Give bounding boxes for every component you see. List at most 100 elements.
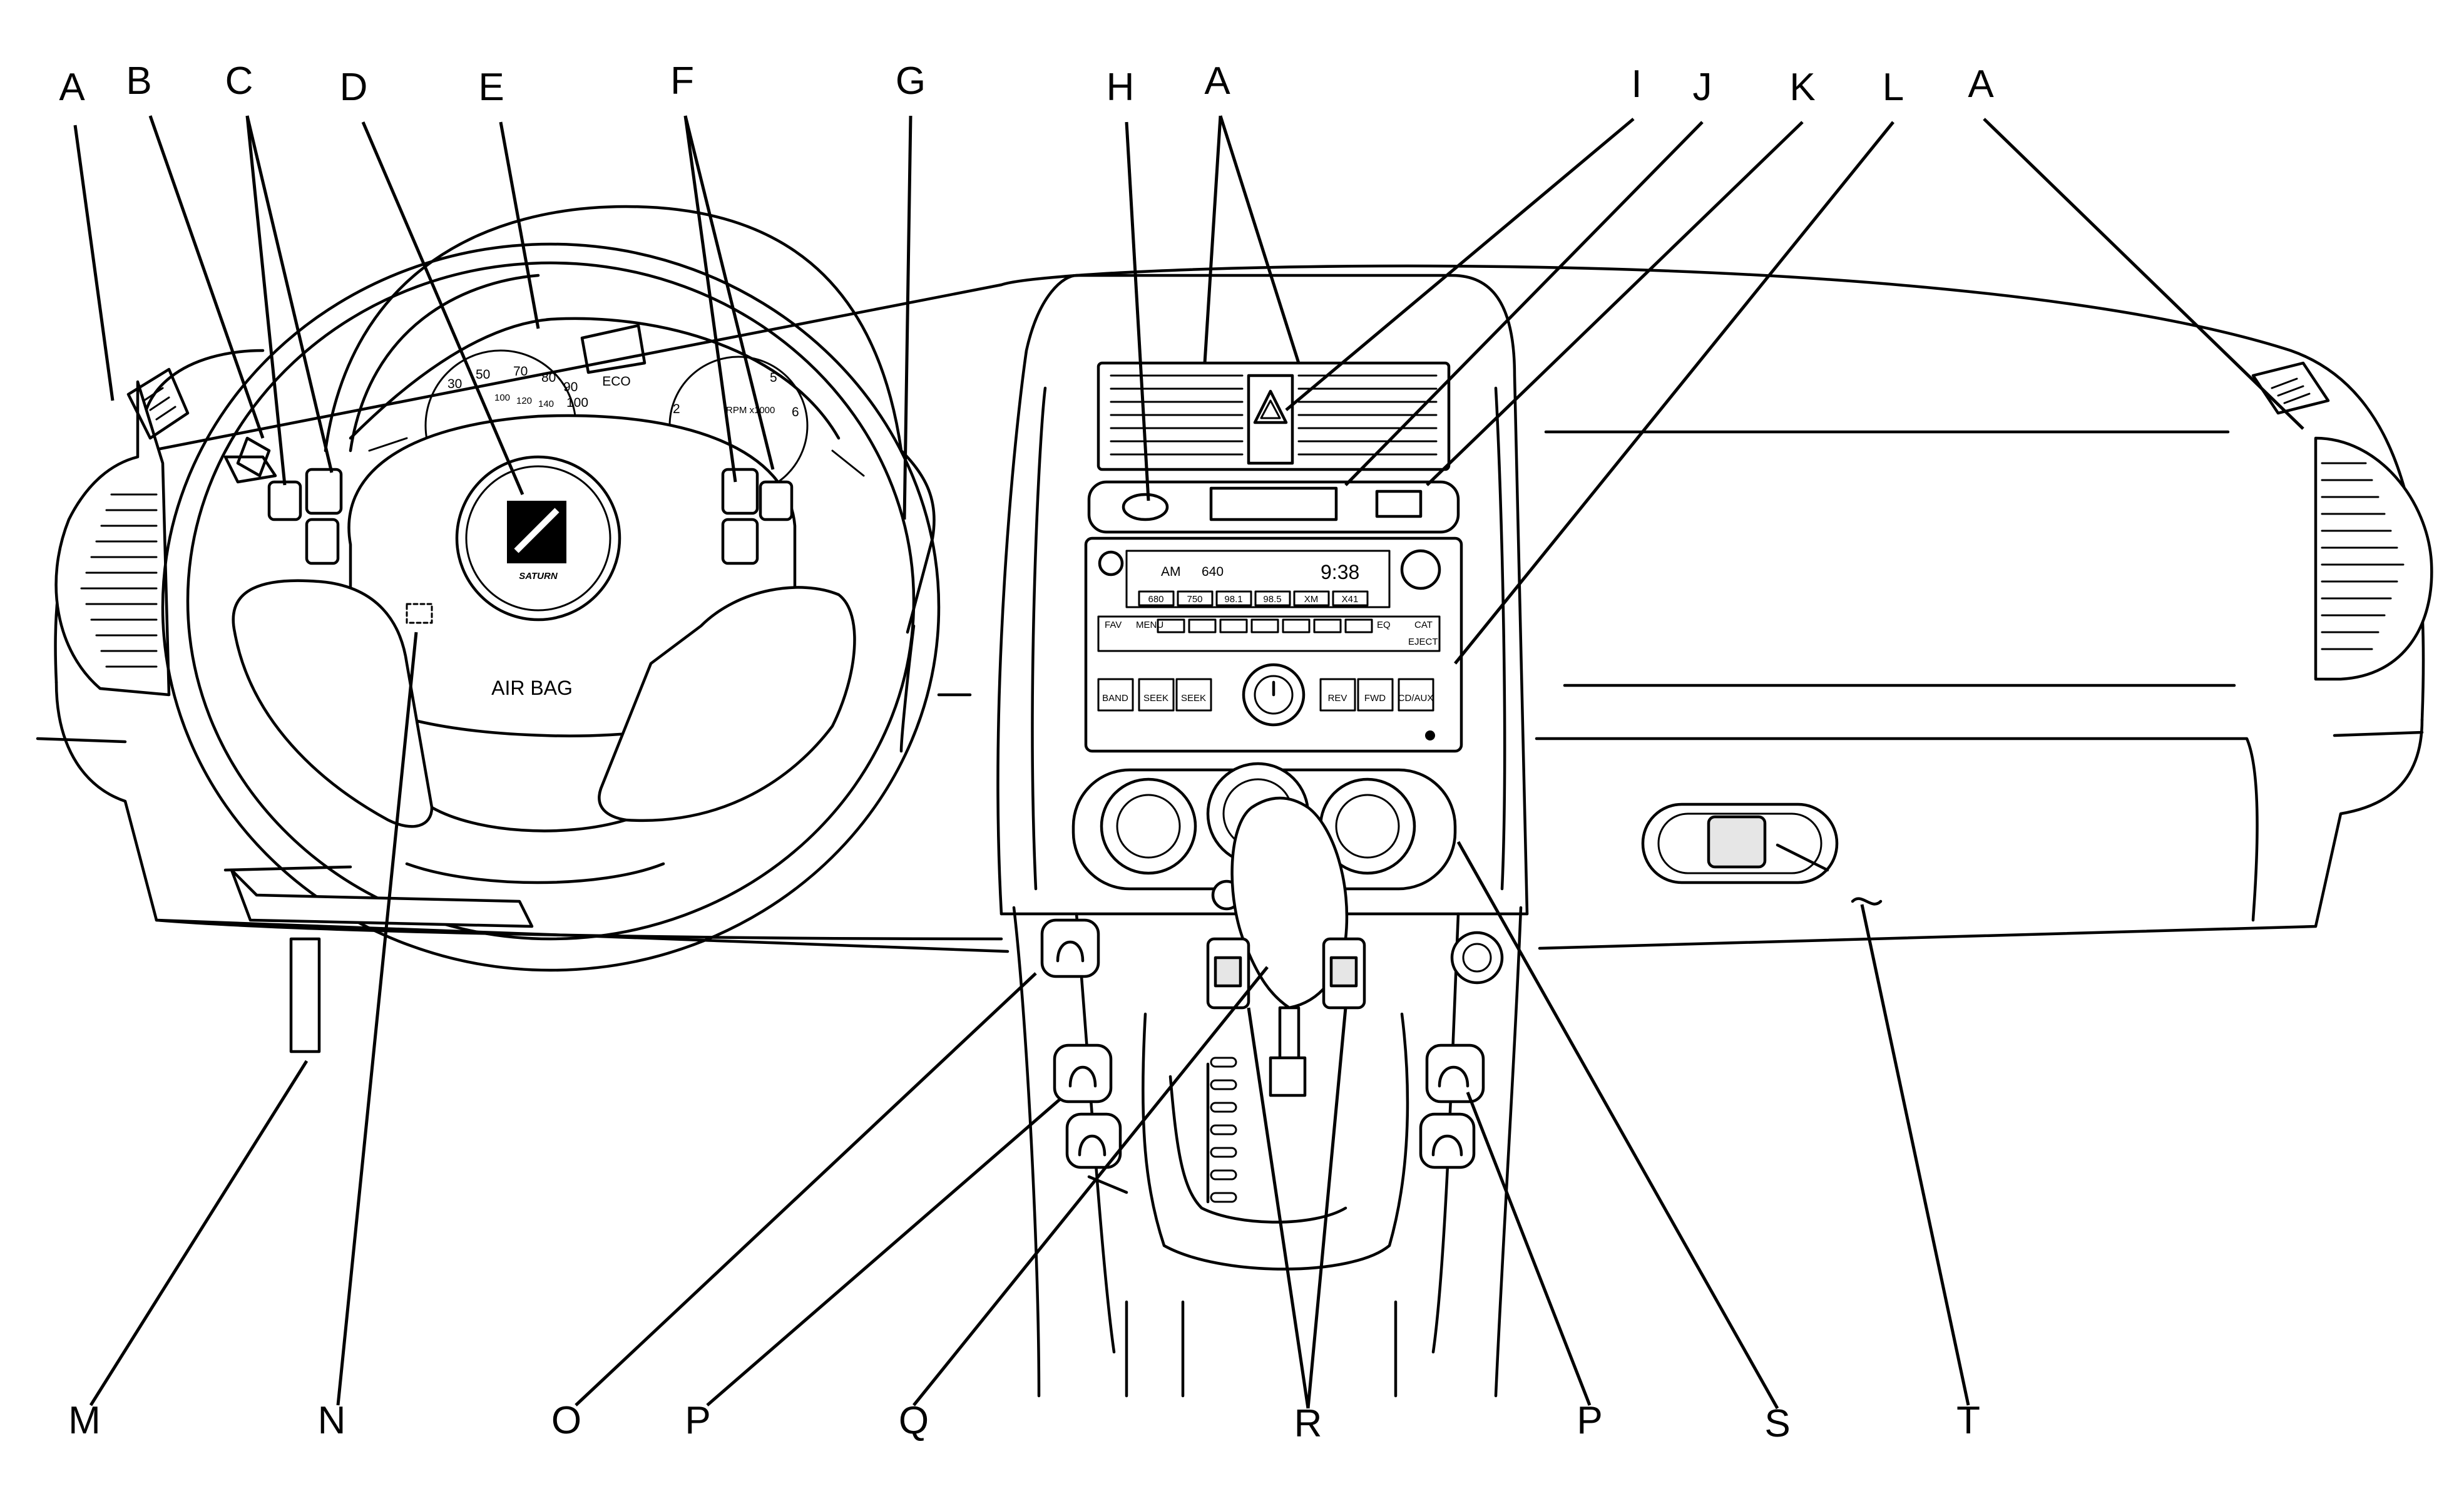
radio-button[interactable] <box>1138 678 1175 712</box>
leader-line-c-2-0 <box>245 115 287 486</box>
preset-tab[interactable] <box>1293 590 1330 607</box>
preset-tab[interactable] <box>1177 590 1214 607</box>
radio-button-label: REV <box>1328 693 1347 704</box>
brand-text: SATURN <box>519 571 558 581</box>
radio-eject: EJECT <box>1408 637 1438 647</box>
leader-line-l-12-0 <box>1454 121 1894 665</box>
radio-button-label: SEEK <box>1181 693 1206 704</box>
radio-button-label: SEEK <box>1143 693 1168 704</box>
radio-button[interactable] <box>1097 678 1134 712</box>
leader-line-p-17-0 <box>706 1097 1062 1406</box>
left-air-vent[interactable] <box>54 367 190 697</box>
volume-knob[interactable] <box>1122 493 1169 521</box>
shift-gate-slot <box>1210 1102 1237 1113</box>
radio-time: 9:38 <box>1321 561 1359 583</box>
center-air-vents[interactable] <box>1087 361 1460 534</box>
shift-gate-slot <box>1210 1057 1237 1068</box>
shift-gate-slot <box>1210 1079 1237 1090</box>
tach-tick-6: 6 <box>792 405 799 419</box>
radio-power-icon-small <box>1098 550 1124 576</box>
right-console-switches[interactable] <box>1419 931 1504 1169</box>
radio-menu: MENU <box>1136 620 1163 630</box>
speedo-tick-70: 70 <box>513 364 528 379</box>
right-steering-controls[interactable] <box>721 468 794 565</box>
steering-wheel[interactable]: ECO 70 80 90 100 30 50 100 120 140 5 6 2… <box>161 205 972 972</box>
airbag-label: AIR BAG <box>491 677 573 699</box>
leader-line-c-2-1 <box>245 115 334 473</box>
callout-n: N <box>318 1399 346 1442</box>
airbag-sensor-dashed <box>406 603 433 624</box>
preset-tab[interactable] <box>1332 590 1369 607</box>
left-console-switches[interactable] <box>1040 918 1128 1194</box>
callout-b: B <box>126 59 151 103</box>
leader-line-j-10-0 <box>1344 121 1704 486</box>
fan-speed-knob <box>1100 777 1197 875</box>
leader-line-a-8-0 <box>1203 115 1222 364</box>
leader-line-p-20-0 <box>1466 1092 1592 1406</box>
speedo-tick-80: 80 <box>541 371 556 385</box>
leader-line-o-16-0 <box>575 972 1037 1406</box>
callout-a: A <box>1968 63 1994 106</box>
shift-lever[interactable] <box>1210 796 1349 1203</box>
hazard-icon <box>1253 389 1288 424</box>
passenger-airbag-indicator <box>1375 489 1423 518</box>
preset-label: X41 <box>1342 594 1359 605</box>
callout-m: M <box>68 1399 101 1442</box>
tach-tick-2: 2 <box>673 402 680 416</box>
center-display-slot <box>1209 486 1338 521</box>
callout-g: G <box>896 59 926 103</box>
shift-gate-slot <box>1210 1147 1237 1158</box>
leader-line-d-3-0 <box>361 121 524 495</box>
callout-s: S <box>1764 1402 1790 1445</box>
callout-f: F <box>670 59 694 103</box>
speedo-tick-100: 100 <box>566 396 588 410</box>
leader-line-i-9-0 <box>1285 118 1635 411</box>
shift-gate-slot <box>1210 1169 1237 1181</box>
left-steering-controls[interactable] <box>223 436 343 565</box>
tach-rpm-label: RPM x1000 <box>726 405 775 416</box>
preset-button[interactable] <box>1344 618 1373 633</box>
leader-line-f-5-0 <box>683 115 737 483</box>
leader-line-q-18-0 <box>912 966 1269 1406</box>
preset-tab[interactable] <box>1215 590 1252 607</box>
preset-tab[interactable] <box>1254 590 1291 607</box>
radio-cat: CAT <box>1414 620 1433 630</box>
power-outlet <box>1450 931 1504 985</box>
leader-line-a-8-1 <box>1219 115 1301 364</box>
callout-a: A <box>59 66 85 109</box>
radio-button[interactable] <box>1319 678 1356 712</box>
radio-button-label: CD/AUX <box>1398 693 1434 704</box>
window-switches[interactable] <box>1206 937 1366 1010</box>
callout-i: I <box>1631 63 1642 106</box>
shift-gate-slot <box>1210 1192 1237 1203</box>
preset-button[interactable] <box>1313 618 1342 633</box>
radio-button[interactable] <box>1398 678 1434 712</box>
leader-line-g-6-0 <box>902 115 912 520</box>
preset-button[interactable] <box>1219 618 1248 633</box>
preset-button[interactable] <box>1282 618 1311 633</box>
callout-p: P <box>685 1399 710 1442</box>
radio-eq: EQ <box>1377 620 1391 630</box>
preset-button[interactable] <box>1188 618 1217 633</box>
leader-line-b-1-0 <box>148 115 265 439</box>
radio-fav: FAV <box>1105 620 1122 630</box>
callout-a: A <box>1204 59 1230 103</box>
preset-button[interactable] <box>1250 618 1279 633</box>
right-air-vent[interactable] <box>2251 361 2433 681</box>
hood-release-handle[interactable] <box>223 865 534 1053</box>
radio-band: AM <box>1161 565 1181 579</box>
tach-tick-5: 5 <box>770 371 777 385</box>
glove-box-latch[interactable] <box>1641 802 1883 906</box>
cluster-eco-text: ECO <box>602 374 631 389</box>
preset-tab[interactable] <box>1138 590 1175 607</box>
preset-button[interactable] <box>1157 618 1185 633</box>
radio-button[interactable] <box>1175 678 1212 712</box>
callout-k: K <box>1789 66 1815 109</box>
leader-line-a-13-0 <box>1983 118 2304 430</box>
radio-button[interactable] <box>1357 678 1394 712</box>
speedo-tick-90: 90 <box>563 380 578 394</box>
leader-line-n-15-0 <box>336 632 418 1406</box>
preset-label: XM <box>1304 594 1319 605</box>
